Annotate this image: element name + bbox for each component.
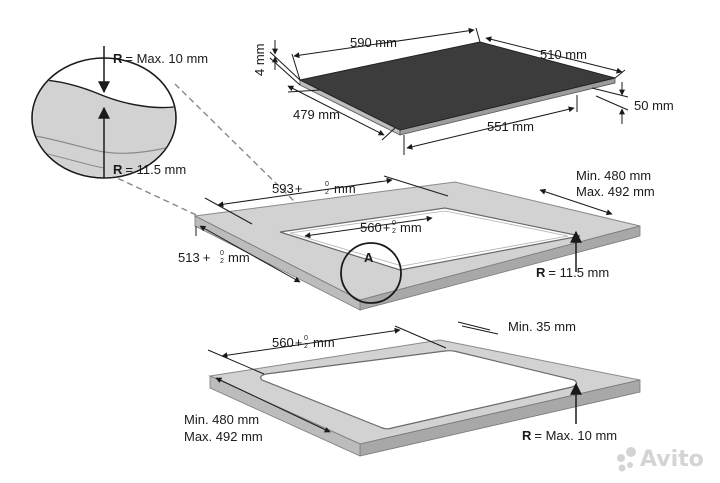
cutout-bottom-width: 560+	[272, 335, 302, 350]
cutout-top-outer-width-unit: mm	[334, 181, 356, 196]
cutout-top-outer-width-tol-lower: 2	[325, 189, 329, 196]
detail-marker-a: A	[364, 250, 374, 265]
cutout-top-outer-width: 593+	[272, 181, 302, 196]
cutout-top-inner-width-unit: mm	[400, 220, 422, 235]
cutout-top-outer-depth-tol-lower: 2	[220, 258, 224, 265]
cutout-top-radius: R= 11.5 mm	[536, 265, 609, 280]
detail-radius-top: R= Max. 10 mm	[113, 51, 208, 66]
cutout-top-drawing	[193, 175, 641, 311]
cutout-top-inner-width-tol-lower: 2	[392, 228, 396, 235]
cutout-top-outer-depth: 513+	[178, 250, 210, 265]
hob-thickness-label: 4 mm	[252, 44, 267, 77]
hob-inner-depth-label: 479 mm	[293, 107, 340, 122]
cutout-bottom-drawing	[207, 321, 641, 457]
cutout-bottom-width-tol-upper: 0	[304, 335, 308, 342]
cutout-bottom-radius: R= Max. 10 mm	[522, 428, 617, 443]
cutout-top-outer-depth-tol-upper: 0	[220, 250, 224, 257]
cutout-bottom-min-edge: Min. 35 mm	[508, 319, 576, 334]
avito-watermark: Avito	[617, 447, 704, 472]
cutout-bottom-min-depth: Min. 480 mm	[184, 412, 259, 427]
hob-width-label: 590 mm	[350, 35, 397, 50]
cutout-top-inner-width-tol-upper: 0	[392, 220, 396, 227]
cutout-top-inner-width: 560+	[360, 220, 390, 235]
cutout-bottom-width-tol-lower: 2	[304, 343, 308, 350]
avito-logo-icon	[617, 454, 625, 462]
cutout-top-min-depth: Min. 480 mm	[576, 168, 651, 183]
cutout-bottom-width-unit: mm	[313, 335, 335, 350]
hob-drawing	[269, 27, 629, 155]
hob-height-label: 50 mm	[634, 98, 674, 113]
cutout-top-max-depth: Max. 492 mm	[576, 184, 655, 199]
cutout-top-outer-depth-unit: mm	[228, 250, 250, 265]
hob-inner-width-label: 551 mm	[487, 119, 534, 134]
detail-radius-bottom: R= 11.5 mm	[113, 162, 186, 177]
cutout-top-outer-width-tol-upper: 0	[325, 181, 329, 188]
hob-depth-label: 510 mm	[540, 47, 587, 62]
cutout-bottom-max-depth: Max. 492 mm	[184, 429, 263, 444]
avito-watermark-text: Avito	[640, 447, 704, 472]
